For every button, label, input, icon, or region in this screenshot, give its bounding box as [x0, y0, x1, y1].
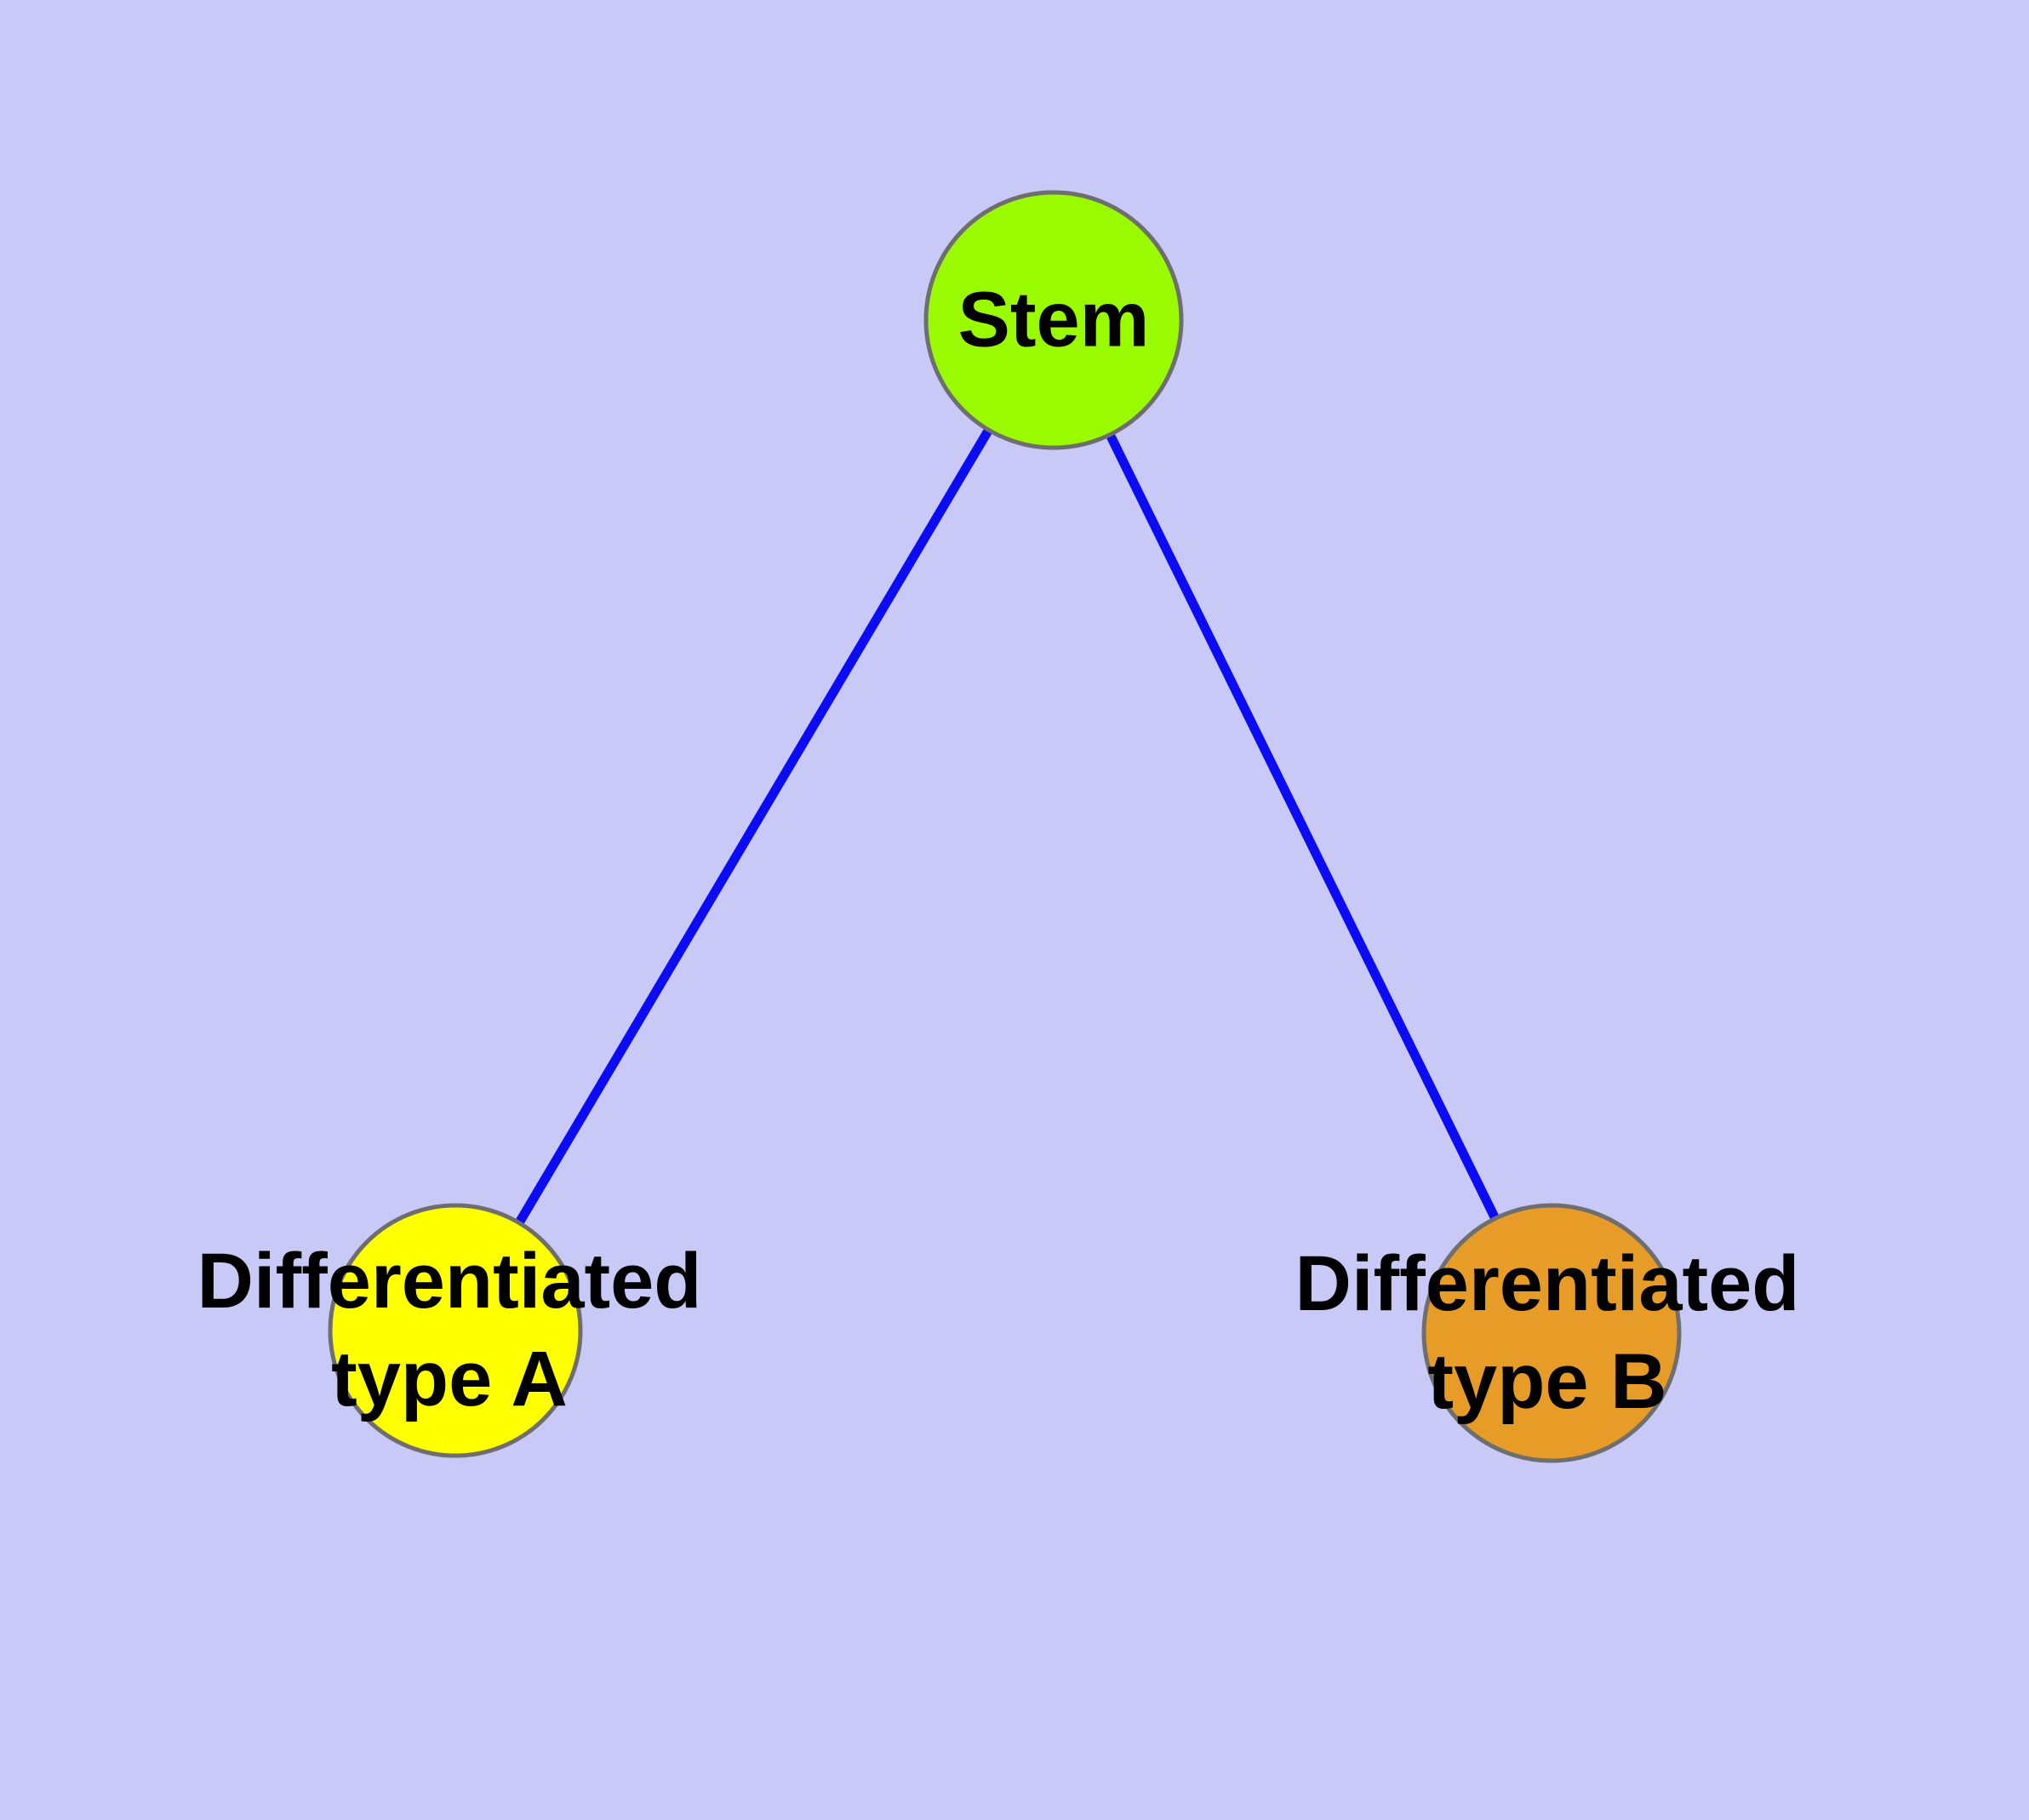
node-stem-label: Stem: [958, 272, 1150, 369]
node-type-a-label-line1: Differentiated: [197, 1238, 702, 1325]
node-type-b-circle: [1421, 1203, 1682, 1463]
node-type-b-label-line2: type B: [1427, 1338, 1667, 1425]
node-type-a-label: Differentiated type A: [197, 1233, 702, 1428]
node-stem-circle: [923, 190, 1184, 450]
edge-stem-to-type-a: [451, 318, 1058, 1333]
node-type-a-circle: [328, 1203, 583, 1458]
node-stem-label-text: Stem: [957, 276, 1150, 363]
node-type-b-label: Differentiated type B: [1295, 1235, 1800, 1431]
edge-stem-to-type-b: [1049, 318, 1556, 1336]
node-type-b-label-line1: Differentiated: [1295, 1240, 1800, 1327]
node-type-a-label-line2: type A: [331, 1336, 568, 1422]
